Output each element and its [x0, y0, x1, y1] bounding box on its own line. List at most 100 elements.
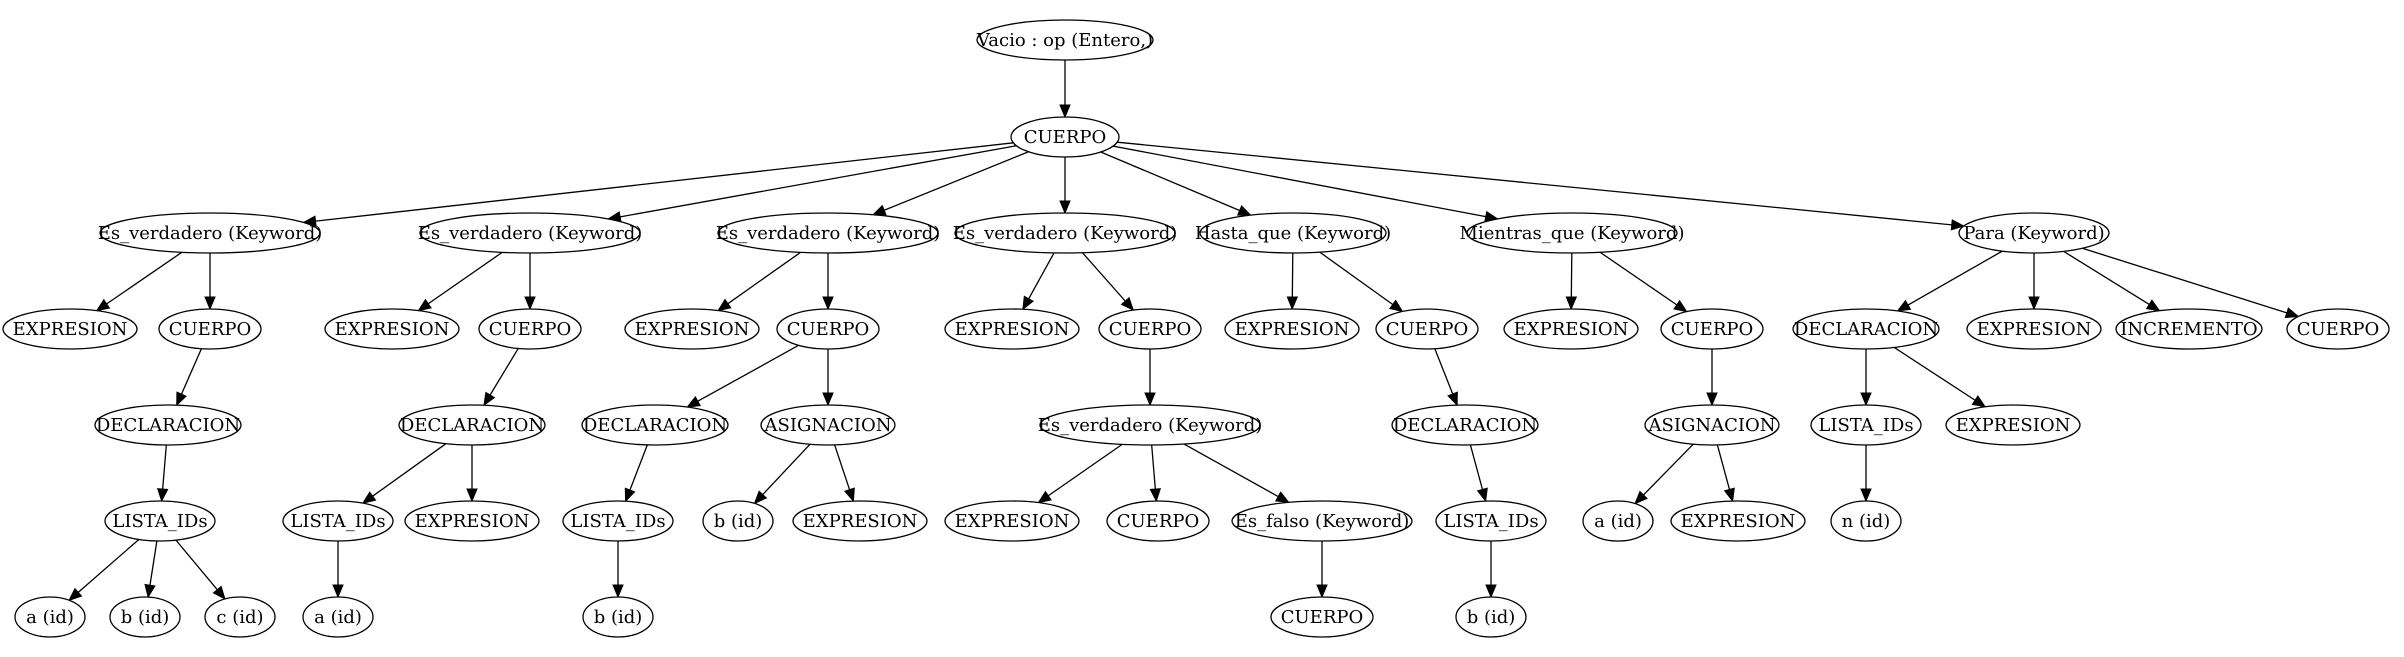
edge-ev3_decl-to-ev3_lista	[624, 444, 648, 503]
edge-cuerpo_main-to-mq	[1112, 145, 1499, 223]
tree-node: EXPRESION	[1670, 500, 1806, 542]
node-ellipse	[582, 596, 654, 638]
edge-ev1_cuerpo-to-ev1_decl	[176, 348, 202, 407]
tree-node: EXPRESION	[1224, 308, 1360, 350]
node-label: LISTA_IDs	[1443, 511, 1538, 532]
node-ellipse	[1660, 308, 1764, 350]
node-ellipse	[776, 308, 880, 350]
node-ellipse	[1106, 500, 1210, 542]
node-label: LISTA_IDs	[112, 511, 207, 532]
edge-para-to-para_inc	[2063, 250, 2161, 312]
node-label: Es_verdadero (Keyword)	[953, 223, 1178, 244]
node-ellipse	[398, 404, 546, 446]
node-label: CUERPO	[1117, 511, 1200, 532]
node-ellipse	[1792, 308, 1940, 350]
node-label: n (id)	[1842, 511, 1891, 532]
tree-node: DECLARACION	[94, 404, 242, 446]
edge-ev2_lista-to-ev2_a	[332, 541, 344, 599]
tree-node: b (id)	[702, 500, 774, 542]
node-ellipse	[2, 308, 138, 350]
node-label: CUERPO	[1109, 319, 1192, 340]
node-ellipse	[302, 596, 374, 638]
node-ellipse	[324, 308, 460, 350]
tree-nodes: Vacio : op (Entero,) CUERPO Es_verdadero (…	[2, 19, 2390, 638]
tree-node: CUERPO	[2286, 308, 2390, 350]
node-ellipse	[1670, 500, 1806, 542]
node-label: b (id)	[594, 607, 643, 628]
node-ellipse	[478, 308, 582, 350]
tree-node: Es_verdadero (Keyword)	[1038, 404, 1262, 446]
tree-node: a (id)	[14, 596, 86, 638]
node-ellipse	[1375, 308, 1479, 350]
tree-node: EXPRESION	[792, 500, 928, 542]
edge-ev1-to-ev1_cuerpo	[204, 253, 216, 311]
node-label: CUERPO	[1281, 607, 1364, 628]
edge-ev3_cuerpo-to-ev3_decl	[686, 344, 799, 408]
node-label: Es_verdadero (Keyword)	[418, 223, 643, 244]
node-label: EXPRESION	[1514, 319, 1629, 340]
node-ellipse	[94, 404, 242, 446]
node-label: ASIGNACION	[764, 415, 892, 436]
edge-ev4-to-ev4_cuerpo	[1081, 252, 1135, 312]
tree-node: EXPRESION	[1966, 308, 2102, 350]
node-label: Para (Keyword)	[1963, 223, 2104, 244]
node-label: Vacio : op (Entero,)	[976, 30, 1153, 51]
edge-para_lista-to-para_n	[1860, 445, 1872, 503]
tree-node: ASIGNACION	[1644, 404, 1780, 446]
node-label: LISTA_IDs	[570, 511, 665, 532]
node-ellipse	[1199, 212, 1387, 254]
edge-cuerpo_main-to-hq	[1100, 151, 1252, 216]
node-ellipse	[1224, 308, 1360, 350]
tree-node: b (id)	[582, 596, 654, 638]
tree-node: a (id)	[1582, 500, 1654, 542]
tree-node: c (id)	[204, 596, 276, 638]
edge-mq_asig-to-mq_asig_expr	[1716, 444, 1735, 503]
edge-hq_cuerpo-to-hq_decl	[1434, 348, 1458, 407]
tree-node: EXPRESION	[324, 308, 460, 350]
tree-node: EXPRESION	[2, 308, 138, 350]
node-ellipse	[1039, 404, 1261, 446]
node-ellipse	[760, 404, 896, 446]
node-label: Es_verdadero (Keyword)	[98, 223, 323, 244]
edge-mq_asig-to-mq_a	[1634, 443, 1694, 505]
edge-ev1_decl-to-ev1_lista	[156, 444, 169, 503]
tree-node: Es_verdadero (Keyword)	[98, 212, 323, 254]
node-ellipse	[1270, 596, 1374, 638]
node-ellipse	[1098, 308, 1202, 350]
node-ellipse	[944, 308, 1080, 350]
node-ellipse	[944, 500, 1080, 542]
tree-node: CUERPO	[1270, 596, 1374, 638]
node-ellipse	[1810, 404, 1922, 446]
node-ellipse	[1231, 500, 1413, 542]
node-label: CUERPO	[1386, 319, 1469, 340]
edge-ev4_inner-to-ev4_inner_expr	[1037, 443, 1123, 504]
tree-node: CUERPO	[1106, 500, 1210, 542]
edge-ev4_inner-to-ev4_falso	[1183, 443, 1290, 504]
tree-node: Vacio : op (Entero,)	[976, 19, 1154, 61]
edge-ev3_cuerpo-to-ev3_asig	[822, 349, 834, 407]
tree-node: LISTA_IDs	[1810, 404, 1922, 446]
edge-mq-to-mq_expr	[1565, 252, 1578, 311]
edge-hq-to-hq_expr	[1286, 252, 1299, 311]
node-label: a (id)	[26, 607, 74, 628]
node-ellipse	[1010, 116, 1120, 158]
tree-node: LISTA_IDs	[282, 500, 394, 542]
node-ellipse	[1455, 596, 1527, 638]
node-ellipse	[404, 500, 540, 542]
edge-mq-to-mq_cuerpo	[1599, 251, 1688, 313]
node-label: b (id)	[1467, 607, 1516, 628]
edge-para_decl-to-para_decl_expr	[1893, 346, 1987, 408]
tree-node: DECLARACION	[398, 404, 546, 446]
edge-ev3_lista-to-ev3_b	[612, 541, 624, 599]
tree-node: LISTA_IDs	[562, 500, 674, 542]
node-ellipse	[1830, 500, 1902, 542]
edge-ev2_decl-to-ev2_decl_expr	[466, 445, 478, 503]
edge-hq_decl-to-hq_lista	[1469, 444, 1488, 503]
edge-mq_cuerpo-to-mq_asig	[1706, 349, 1718, 407]
tree-node: EXPRESION	[404, 500, 540, 542]
node-label: b (id)	[714, 511, 763, 532]
edge-root-to-cuerpo_main	[1059, 60, 1071, 119]
tree-node: EXPRESION	[1503, 308, 1639, 350]
edge-ev4_cuerpo-to-ev4_inner	[1144, 349, 1156, 407]
